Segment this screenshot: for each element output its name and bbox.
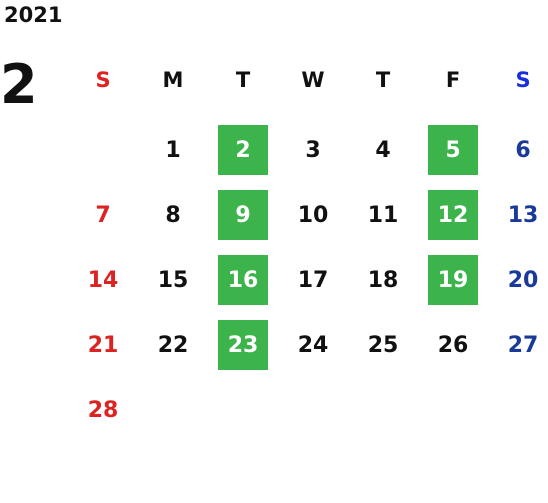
day-cell[interactable]: 3 bbox=[305, 137, 321, 163]
day-cell[interactable]: 20 bbox=[507, 267, 539, 293]
day-cell[interactable]: 26 bbox=[437, 332, 469, 358]
day-cell[interactable]: 13 bbox=[507, 202, 539, 228]
day-cell[interactable]: 4 bbox=[375, 137, 391, 163]
day-cell-highlighted[interactable]: 12 bbox=[428, 190, 478, 240]
day-cell-highlighted[interactable]: 16 bbox=[218, 255, 268, 305]
weekday-header: F bbox=[445, 68, 461, 92]
day-cell[interactable]: 10 bbox=[297, 202, 329, 228]
day-cell[interactable]: 17 bbox=[297, 267, 329, 293]
weekday-header: S bbox=[95, 68, 111, 92]
year-label: 2021 bbox=[4, 3, 63, 27]
day-cell[interactable]: 21 bbox=[87, 332, 119, 358]
day-cell-highlighted[interactable]: 19 bbox=[428, 255, 478, 305]
day-cell-highlighted[interactable]: 2 bbox=[218, 125, 268, 175]
day-cell[interactable]: 1 bbox=[165, 137, 181, 163]
day-cell[interactable]: 27 bbox=[507, 332, 539, 358]
month-number: 2 bbox=[0, 53, 38, 116]
day-cell-highlighted[interactable]: 5 bbox=[428, 125, 478, 175]
day-cell[interactable]: 8 bbox=[165, 202, 181, 228]
day-cell[interactable]: 11 bbox=[367, 202, 399, 228]
day-cell[interactable]: 28 bbox=[87, 397, 119, 423]
day-cell[interactable]: 7 bbox=[95, 202, 111, 228]
day-cell-highlighted[interactable]: 9 bbox=[218, 190, 268, 240]
day-cell[interactable]: 25 bbox=[367, 332, 399, 358]
day-cell[interactable]: 6 bbox=[515, 137, 531, 163]
weekday-header: M bbox=[162, 68, 184, 92]
weekday-header: T bbox=[375, 68, 391, 92]
weekday-header: S bbox=[515, 68, 531, 92]
day-cell[interactable]: 18 bbox=[367, 267, 399, 293]
day-cell[interactable]: 15 bbox=[157, 267, 189, 293]
day-cell[interactable]: 14 bbox=[87, 267, 119, 293]
day-cell[interactable]: 24 bbox=[297, 332, 329, 358]
weekday-header: W bbox=[301, 68, 325, 92]
day-cell[interactable]: 22 bbox=[157, 332, 189, 358]
day-cell-highlighted[interactable]: 23 bbox=[218, 320, 268, 370]
weekday-header: T bbox=[235, 68, 251, 92]
